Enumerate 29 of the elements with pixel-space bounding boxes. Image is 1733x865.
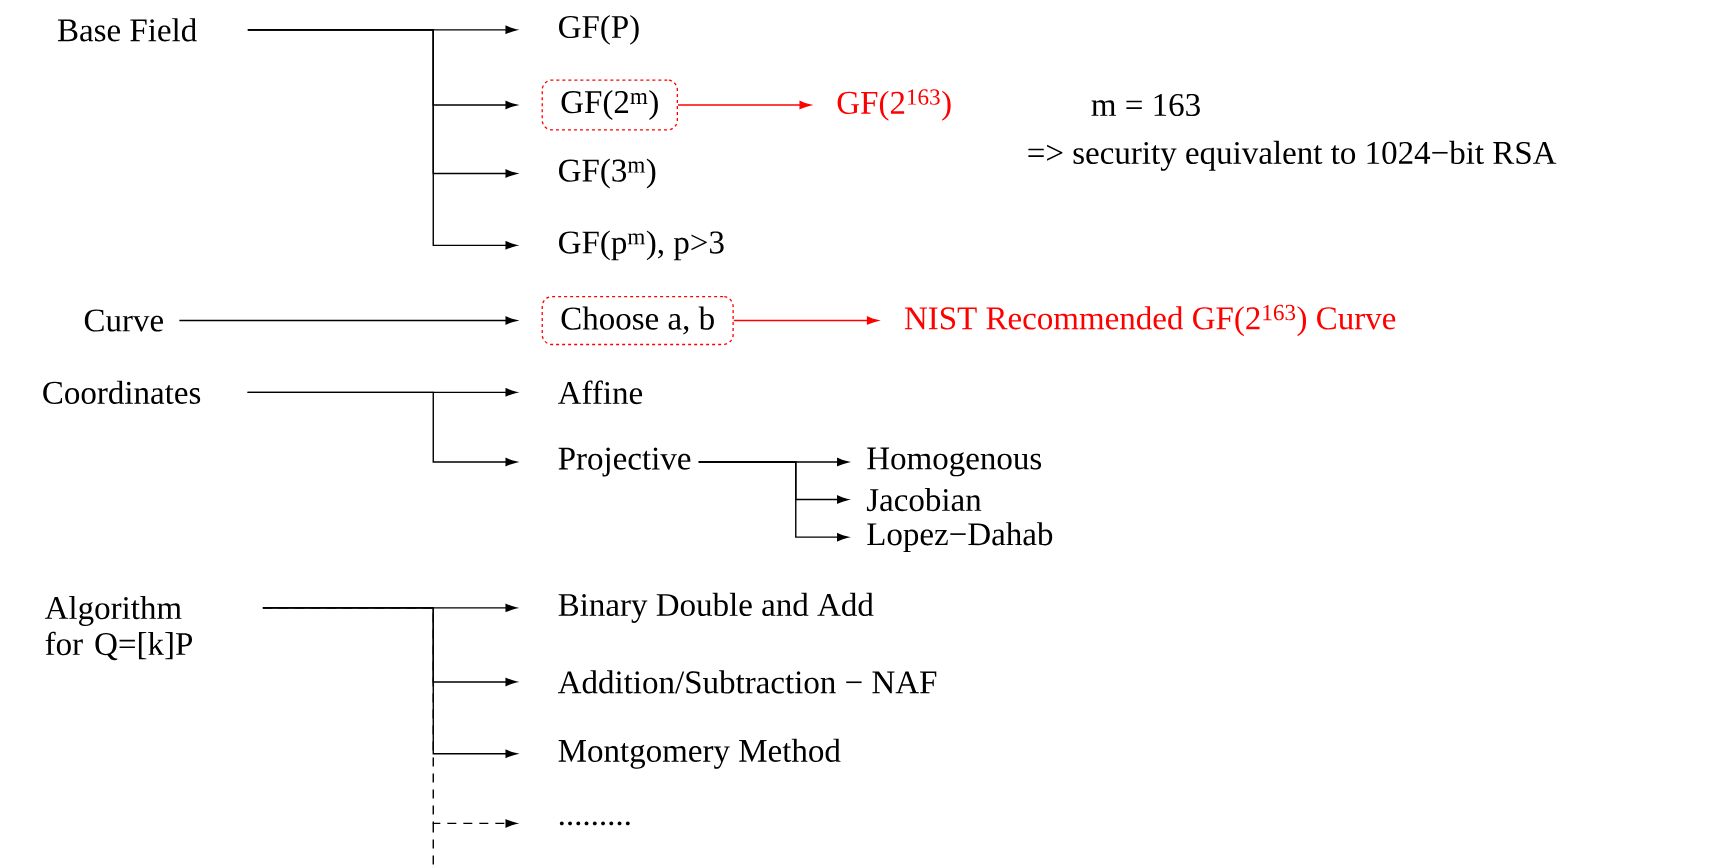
text-label: Montgomery Method <box>558 738 841 769</box>
arrow <box>677 100 811 110</box>
arrow <box>262 607 517 828</box>
text-label: Lopez−Dahab <box>867 522 1053 553</box>
note-text: m = 163 <box>1091 93 1200 117</box>
text-label: ......... <box>559 821 630 826</box>
text-label: Coordinates <box>43 380 201 404</box>
text-label: GF(3$^{m}$) <box>559 158 656 189</box>
text-label: Algorithm for Q=[k]P <box>44 595 193 661</box>
text-label: Curve <box>84 309 163 332</box>
text-label: Base Field <box>57 18 197 42</box>
text-label: Projective <box>558 447 691 477</box>
arrow <box>178 316 517 325</box>
arrow <box>733 316 879 325</box>
dashed-box: GF(2$^{m}$) <box>541 79 678 131</box>
text-label: Binary Double and Add <box>558 592 874 623</box>
text-label: GF(P) <box>559 14 639 45</box>
text-label: Jacobian <box>866 487 982 512</box>
arrow <box>698 461 849 542</box>
text-label: GF(2$^{163}$) <box>837 89 951 121</box>
text-label: Homogenous <box>867 447 1042 477</box>
text-label: GF(p$^{m}$), p>3 <box>559 230 724 261</box>
text-label: Addition/Subtraction − NAF <box>558 670 937 694</box>
arrow <box>246 391 517 467</box>
arrow <box>247 29 517 250</box>
text-label: NIST Recommended GF(2$^{163}$) Curve <box>904 304 1396 337</box>
note-text: => security equivalent to 1024−bit RSA <box>1028 140 1557 171</box>
text-label: Affine <box>558 380 643 405</box>
dashed-box: Choose a, b <box>541 295 734 346</box>
